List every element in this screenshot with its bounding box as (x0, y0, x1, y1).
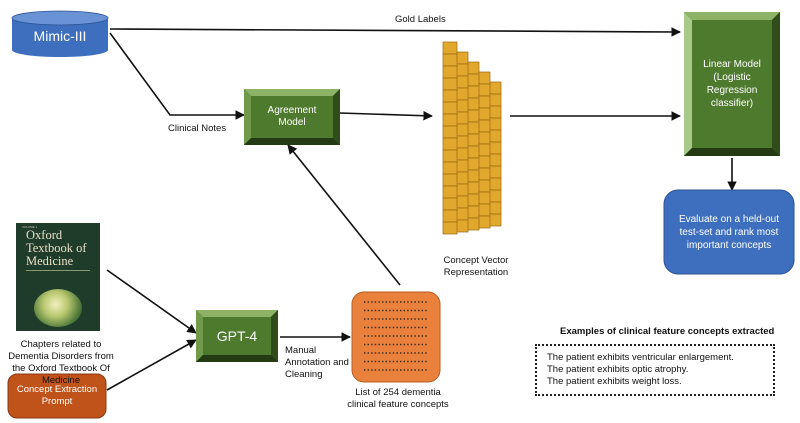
agreement-to-vector-arrow (339, 110, 433, 121)
vector-cell (442, 197, 458, 211)
vector-cell (442, 53, 458, 67)
clinical-notes-label: Clinical Notes (168, 123, 227, 134)
concept-vector-label: Concept Vector Representation (443, 255, 509, 278)
arrows (106, 27, 737, 391)
manual-annotation-label: Manual Annotation and Cleaning (285, 345, 349, 380)
example-item: The patient exhibits ventricular enlarge… (547, 352, 734, 363)
vector-cell (442, 125, 458, 139)
vector-cell (442, 161, 458, 175)
agreement-model-box (244, 89, 340, 145)
oxford-textbook-cover: VOLUME 1 Oxford Textbook of Medicine (16, 223, 100, 331)
book-cover-image (34, 289, 82, 327)
vector-cell (442, 221, 458, 235)
vector-cell (442, 101, 458, 115)
prompt-to-gpt4-arrow (106, 339, 197, 391)
vector-cell (442, 65, 458, 79)
book-caption: Chapters related to Dementia Disorders f… (8, 339, 114, 386)
vector-cell (442, 209, 458, 223)
book-cover-title: Oxford Textbook of Medicine (26, 228, 87, 268)
concept-list-caption: List of 254 dementia clinical feature co… (347, 387, 449, 410)
agreement-model-label: Agreement Model (267, 105, 317, 128)
linear-model-label: Linear Model (Logistic Regression classi… (703, 59, 761, 109)
linear-model-box (684, 12, 780, 156)
concept-list-box (351, 291, 441, 383)
evaluate-box (663, 189, 795, 275)
vector-cell (442, 137, 458, 151)
example-item: The patient exhibits optic atrophy. (547, 364, 689, 375)
vector-cell (442, 149, 458, 163)
gold-labels-label: Gold Labels (395, 14, 446, 25)
concept-vector-stack (442, 41, 502, 235)
mimic-label: Mimic-III (33, 28, 87, 44)
gold-labels-arrow (109, 27, 681, 37)
clinical-notes-arrow (109, 32, 245, 120)
vector-cell (442, 77, 458, 91)
examples-title: Examples of clinical feature concepts ex… (560, 326, 775, 337)
vector-cell (442, 41, 458, 55)
list-to-agreement-arrow (287, 144, 401, 286)
vector-cell (442, 89, 458, 103)
gpt4-label: GPT-4 (216, 328, 258, 344)
vector-cell (442, 173, 458, 187)
gpt4-box (196, 310, 278, 362)
vector-cell (442, 113, 458, 127)
examples-box: The patient exhibits ventricular enlarge… (535, 344, 775, 396)
example-item: The patient exhibits weight loss. (547, 376, 682, 387)
book-to-gpt4-arrow (106, 269, 197, 334)
mimic-cylinder (11, 10, 109, 57)
evaluate-label: Evaluate on a held-out test-set and rank… (678, 213, 780, 251)
prompt-box (7, 373, 107, 419)
vector-cell (442, 185, 458, 199)
prompt-label: Concept Extraction Prompt (16, 384, 98, 407)
